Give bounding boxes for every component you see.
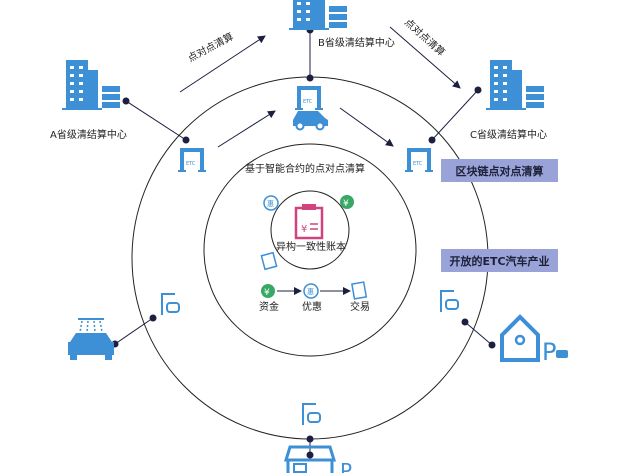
building-icon-c: [486, 60, 544, 110]
svg-text:ETC: ETC: [303, 99, 313, 105]
svg-text:¥: ¥: [343, 199, 349, 209]
flow-yuan-icon: ¥: [261, 284, 275, 298]
parking-pole-icon-bottom: [301, 402, 321, 426]
svg-text:¥: ¥: [264, 288, 270, 298]
tag-blockchain-clearing: 区块链点对点清算: [441, 159, 558, 182]
discount-icon: 惠: [263, 195, 279, 211]
flow-trade-icon: [351, 281, 368, 300]
flow-label-funds: 资金: [259, 300, 279, 313]
parking-house-icon: P: [500, 314, 568, 366]
etc-gantry-icon-left: ETC: [178, 148, 206, 172]
yuan-icon: ¥: [340, 195, 354, 209]
car-wash-icon: [68, 318, 114, 360]
tag-open-etc-industry: 开放的ETC汽车产业: [441, 249, 558, 272]
arrow-label-left: 点对点清算: [185, 30, 235, 65]
svg-text:惠: 惠: [267, 199, 274, 208]
center-a-label: A省级清结算中心: [50, 128, 127, 141]
flow-label-trade: 交易: [350, 300, 370, 313]
inner-ring: [270, 190, 350, 270]
svg-text:P: P: [340, 459, 352, 473]
flow-label-discount: 优惠: [302, 300, 322, 313]
receipt-icon: [260, 251, 278, 271]
ledger-label: 异构一致性账本: [276, 240, 346, 253]
middle-ring: [203, 143, 417, 357]
car-icon: [293, 111, 328, 131]
svg-text:¥: ¥: [301, 224, 307, 235]
connectors: [114, 30, 493, 455]
arrow-label-right: 点对点清算: [402, 16, 448, 59]
center-b-label: B省级清结算中心: [318, 36, 395, 49]
svg-text:ETC: ETC: [186, 161, 196, 167]
flow-discount-icon: 惠: [303, 283, 319, 299]
flow-arrows: [179, 26, 461, 148]
parking-pole-icon-right: [439, 289, 459, 313]
parking-pole-icon-left: [160, 292, 180, 316]
building-icon-a: [62, 60, 120, 110]
shop-icon: P: [283, 445, 352, 473]
etc-gantry-icon-top: ETC: [295, 86, 323, 110]
ledger-icon: ¥: [294, 204, 324, 240]
svg-text:ETC: ETC: [413, 161, 423, 167]
svg-text:P: P: [542, 338, 556, 366]
building-icon-b: [289, 0, 347, 30]
svg-text:惠: 惠: [307, 287, 314, 296]
etc-gantry-icon-right: ETC: [405, 148, 433, 172]
center-c-label: C省级清结算中心: [470, 128, 547, 141]
outer-ring: [131, 76, 489, 440]
middle-title: 基于智能合约的点对点清算: [245, 162, 365, 175]
